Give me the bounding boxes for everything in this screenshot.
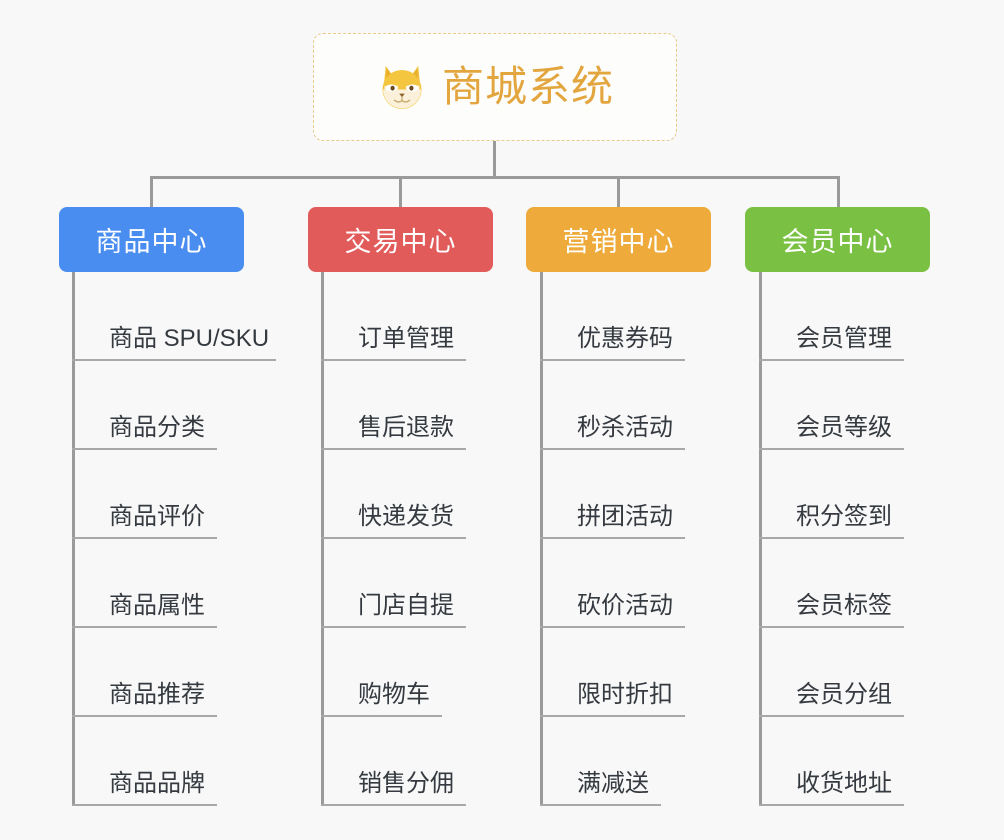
leaf-underline — [321, 359, 466, 361]
leaf-underline — [540, 715, 685, 717]
leaf-item[interactable]: 会员标签 — [759, 539, 904, 628]
leaf-item[interactable]: 积分签到 — [759, 450, 904, 539]
branch-header-1[interactable]: 商品中心 — [59, 207, 244, 272]
branch-trunk — [72, 272, 75, 806]
leaf-item-label: 商品评价 — [109, 503, 205, 531]
leaf-item[interactable]: 收货地址 — [759, 717, 904, 806]
leaf-item[interactable]: 门店自提 — [321, 539, 466, 628]
leaf-underline — [321, 448, 466, 450]
leaf-item-label: 订单管理 — [358, 325, 454, 353]
leaf-item-label: 收货地址 — [796, 770, 892, 798]
branch-header-label: 会员中心 — [781, 227, 894, 257]
leaf-item-label: 会员分组 — [796, 681, 892, 709]
leaf-item[interactable]: 快递发货 — [321, 450, 466, 539]
connector-horizontal-bus — [150, 176, 840, 179]
branch-header-label: 营销中心 — [562, 227, 675, 257]
leaf-item[interactable]: 商品分类 — [72, 361, 217, 450]
leaf-item-label: 满减送 — [577, 770, 649, 798]
leaf-underline — [72, 804, 217, 806]
leaf-underline — [321, 537, 466, 539]
leaf-underline — [72, 626, 217, 628]
leaf-item[interactable]: 订单管理 — [321, 272, 466, 361]
leaf-item[interactable]: 秒杀活动 — [540, 361, 685, 450]
leaf-item-label: 会员等级 — [796, 414, 892, 442]
leaf-underline — [540, 537, 685, 539]
leaf-item[interactable]: 商品属性 — [72, 539, 217, 628]
leaf-underline — [321, 715, 442, 717]
leaf-item[interactable]: 会员管理 — [759, 272, 904, 361]
branch-trunk — [321, 272, 324, 806]
leaf-underline — [72, 537, 217, 539]
leaf-item[interactable]: 商品推荐 — [72, 628, 217, 717]
leaf-item[interactable]: 会员分组 — [759, 628, 904, 717]
leaf-underline — [540, 359, 685, 361]
leaf-item-label: 商品分类 — [109, 414, 205, 442]
leaf-item-label: 商品 SPU/SKU — [109, 325, 270, 353]
leaf-item-label: 销售分佣 — [358, 770, 454, 798]
leaf-item-label: 积分签到 — [796, 503, 892, 531]
leaf-item[interactable]: 售后退款 — [321, 361, 466, 450]
leaf-item-label: 砍价活动 — [577, 592, 673, 620]
leaf-underline — [759, 804, 904, 806]
leaf-underline — [759, 359, 904, 361]
leaf-item[interactable]: 商品 SPU/SKU — [72, 272, 276, 361]
leaf-item-label: 商品品牌 — [109, 770, 205, 798]
branch-header-label: 交易中心 — [344, 227, 457, 257]
branch-trunk — [759, 272, 762, 806]
leaf-underline — [321, 626, 466, 628]
branch-header-4[interactable]: 会员中心 — [745, 207, 930, 272]
branch-header-label: 商品中心 — [95, 227, 208, 257]
leaf-underline — [72, 359, 276, 361]
leaf-underline — [759, 448, 904, 450]
connector-drop-4 — [837, 176, 840, 207]
leaf-underline — [321, 804, 466, 806]
leaf-item-label: 会员标签 — [796, 592, 892, 620]
leaf-item[interactable]: 商品评价 — [72, 450, 217, 539]
leaf-underline — [72, 448, 217, 450]
leaf-item-label: 门店自提 — [358, 592, 454, 620]
leaf-item[interactable]: 购物车 — [321, 628, 442, 717]
leaf-item-label: 商品推荐 — [109, 681, 205, 709]
leaf-item-label: 拼团活动 — [577, 503, 673, 531]
connector-drop-3 — [617, 176, 620, 207]
root-node[interactable]: 商城系统 — [313, 33, 677, 141]
leaf-item[interactable]: 拼团活动 — [540, 450, 685, 539]
leaf-underline — [540, 804, 661, 806]
leaf-item-label: 秒杀活动 — [577, 414, 673, 442]
connector-root-stem — [493, 141, 496, 178]
leaf-item[interactable]: 满减送 — [540, 717, 661, 806]
leaf-underline — [540, 626, 685, 628]
leaf-item[interactable]: 销售分佣 — [321, 717, 466, 806]
branch-header-3[interactable]: 营销中心 — [526, 207, 711, 272]
leaf-item-label: 快递发货 — [358, 503, 454, 531]
leaf-underline — [72, 715, 217, 717]
leaf-underline — [540, 448, 685, 450]
leaf-item[interactable]: 会员等级 — [759, 361, 904, 450]
shiba-dog-icon — [382, 65, 422, 109]
leaf-item[interactable]: 优惠券码 — [540, 272, 685, 361]
leaf-underline — [759, 715, 904, 717]
connector-drop-1 — [150, 176, 153, 207]
leaf-underline — [759, 537, 904, 539]
leaf-item-label: 售后退款 — [358, 414, 454, 442]
connector-drop-2 — [399, 176, 402, 207]
branch-trunk — [540, 272, 543, 806]
leaf-item-label: 购物车 — [358, 681, 430, 709]
leaf-item-label: 商品属性 — [109, 592, 205, 620]
root-title: 商城系统 — [441, 63, 614, 110]
leaf-item[interactable]: 砍价活动 — [540, 539, 685, 628]
branch-header-2[interactable]: 交易中心 — [308, 207, 493, 272]
leaf-item-label: 优惠券码 — [577, 325, 673, 353]
leaf-item-label: 限时折扣 — [577, 681, 673, 709]
leaf-underline — [759, 626, 904, 628]
leaf-item[interactable]: 限时折扣 — [540, 628, 685, 717]
leaf-item[interactable]: 商品品牌 — [72, 717, 217, 806]
leaf-item-label: 会员管理 — [796, 325, 892, 353]
